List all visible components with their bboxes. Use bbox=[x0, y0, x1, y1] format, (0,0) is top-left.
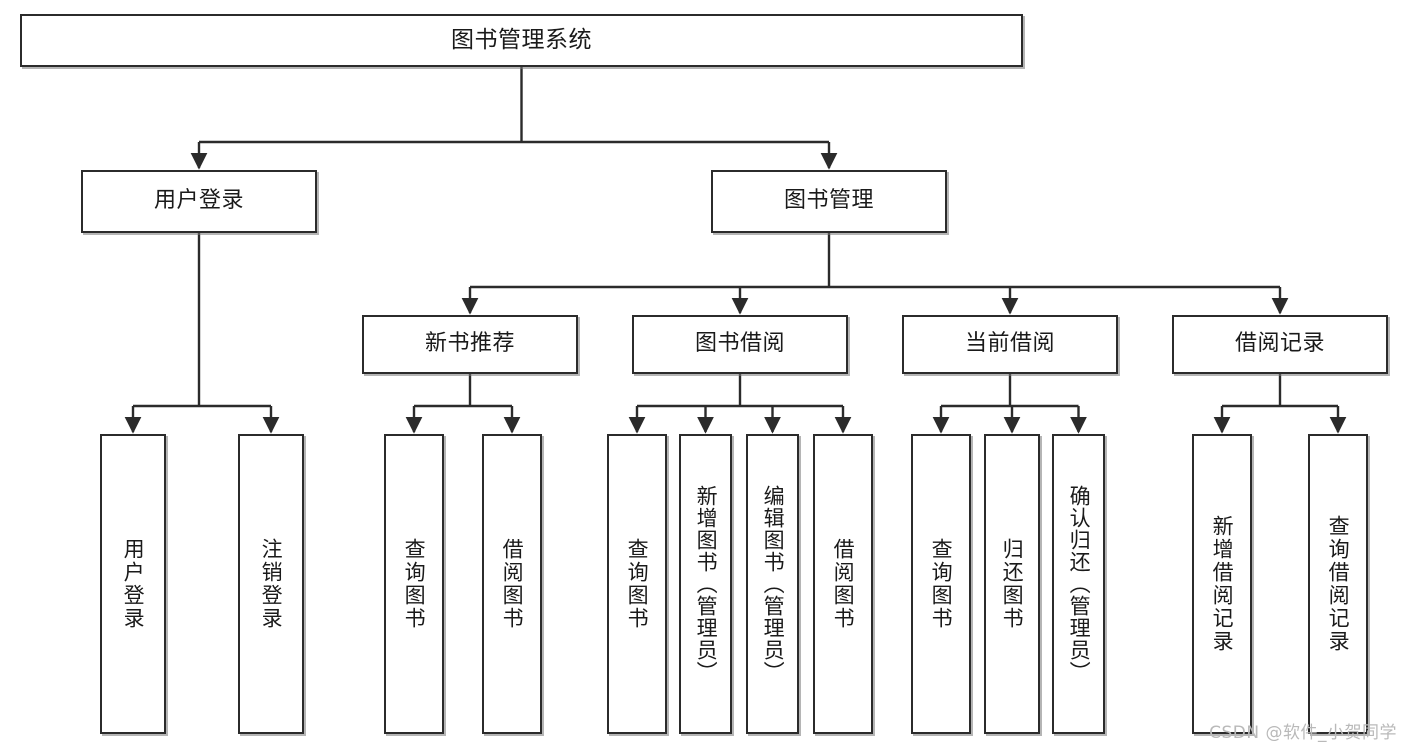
node-label: 编辑图书（管理员） bbox=[761, 485, 786, 683]
node-label: 查询图书 bbox=[929, 538, 954, 630]
node-leaf-leaf-edit-book[interactable]: 编辑图书（管理员） bbox=[746, 434, 799, 734]
node-leaf-leaf-user-login[interactable]: 用户登录 bbox=[100, 434, 166, 734]
node-label: 借阅图书 bbox=[500, 538, 525, 630]
node-level2-user-login[interactable]: 用户登录 bbox=[81, 170, 317, 233]
watermark-text: CSDN @软件_小贺同学 bbox=[1209, 723, 1397, 743]
node-leaf-leaf-confirm-return[interactable]: 确认归还（管理员） bbox=[1052, 434, 1105, 734]
node-leaf-leaf-query-book-rec[interactable]: 查询图书 bbox=[384, 434, 444, 734]
node-label: 图书管理系统 bbox=[451, 26, 592, 53]
node-leaf-leaf-query-book-brw[interactable]: 查询图书 bbox=[607, 434, 667, 734]
node-level3-current-borrow[interactable]: 当前借阅 bbox=[902, 315, 1118, 374]
node-leaf-leaf-borrow-book-rec[interactable]: 借阅图书 bbox=[482, 434, 542, 734]
node-label: 归还图书 bbox=[1000, 538, 1025, 630]
node-level3-new-book-rec[interactable]: 新书推荐 bbox=[362, 315, 578, 374]
node-label: 借阅记录 bbox=[1234, 331, 1325, 357]
node-label: 查询借阅记录 bbox=[1326, 515, 1351, 653]
node-leaf-leaf-add-book[interactable]: 新增图书（管理员） bbox=[679, 434, 732, 734]
node-leaf-leaf-query-book-cur[interactable]: 查询图书 bbox=[911, 434, 971, 734]
node-label: 用户登录 bbox=[121, 538, 146, 630]
node-level2-book-manage[interactable]: 图书管理 bbox=[711, 170, 947, 233]
node-leaf-leaf-query-record[interactable]: 查询借阅记录 bbox=[1308, 434, 1368, 734]
node-label: 查询图书 bbox=[625, 538, 650, 630]
node-leaf-leaf-return-book[interactable]: 归还图书 bbox=[984, 434, 1040, 734]
node-leaf-leaf-add-record[interactable]: 新增借阅记录 bbox=[1192, 434, 1252, 734]
node-level3-book-borrow[interactable]: 图书借阅 bbox=[632, 315, 848, 374]
node-label: 图书管理 bbox=[783, 188, 874, 214]
node-label: 查询图书 bbox=[402, 538, 427, 630]
node-label: 当前借阅 bbox=[964, 331, 1055, 357]
node-leaf-leaf-borrow-book-brw[interactable]: 借阅图书 bbox=[813, 434, 873, 734]
node-label: 借阅图书 bbox=[831, 538, 856, 630]
node-label: 注销登录 bbox=[259, 538, 284, 630]
node-root[interactable]: 图书管理系统 bbox=[20, 14, 1023, 67]
node-label: 新增借阅记录 bbox=[1210, 515, 1235, 653]
node-label: 图书借阅 bbox=[694, 331, 785, 357]
node-leaf-leaf-logout[interactable]: 注销登录 bbox=[238, 434, 304, 734]
node-label: 新书推荐 bbox=[424, 331, 515, 357]
node-label: 新增图书（管理员） bbox=[694, 485, 719, 683]
node-level3-borrow-record[interactable]: 借阅记录 bbox=[1172, 315, 1388, 374]
node-label: 确认归还（管理员） bbox=[1067, 485, 1092, 683]
node-label: 用户登录 bbox=[153, 188, 244, 214]
